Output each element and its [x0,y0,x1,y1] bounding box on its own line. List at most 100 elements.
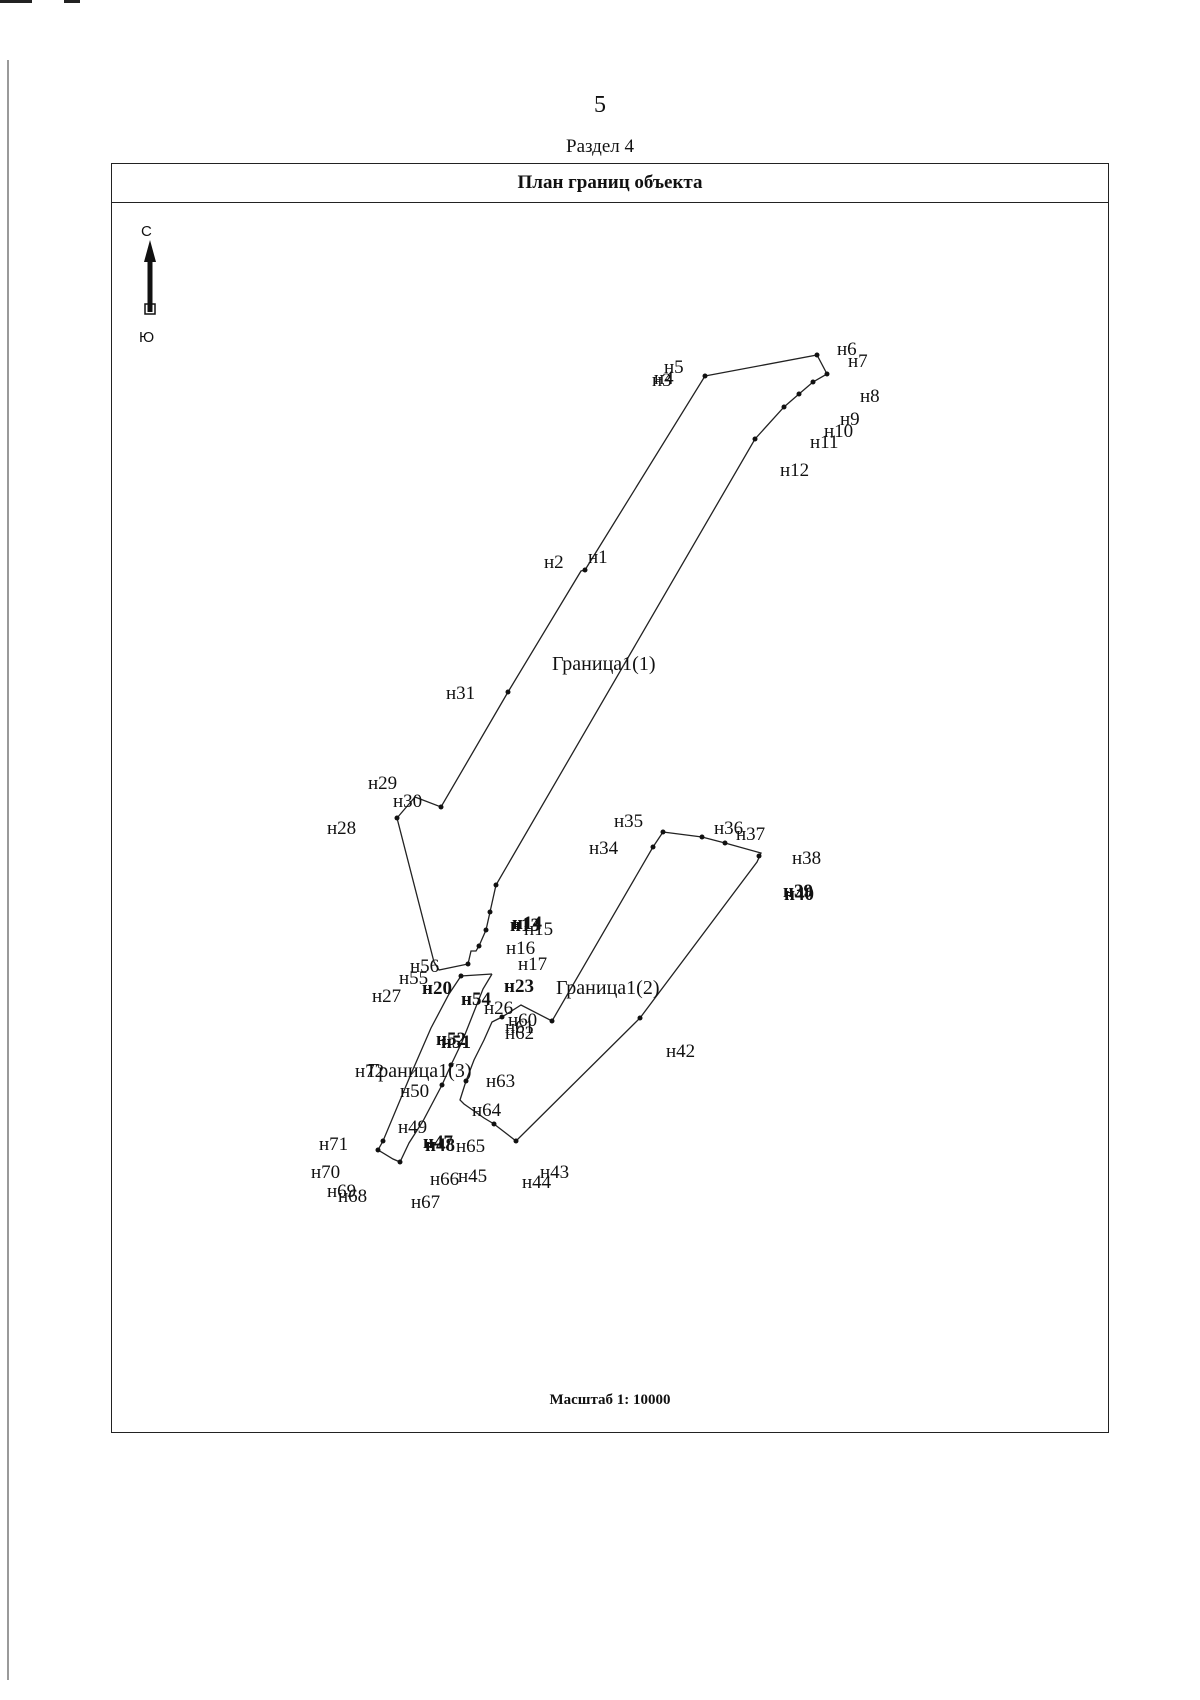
point-label: н34 [589,838,619,859]
point-label: н39 [783,881,813,902]
point-label: н45 [458,1166,487,1187]
point-label: н3 [652,370,672,391]
point-label: н23 [504,976,534,997]
point-label: н16 [506,938,535,959]
point-label: н71 [319,1134,348,1155]
point-label: н48 [425,1135,455,1156]
point-label: н43 [540,1162,569,1183]
point-label: н55 [399,968,428,989]
boundary-vertices [375,352,830,1165]
vertex-dot [513,1138,519,1144]
point-label: н15 [524,919,553,940]
vertex-dot [660,829,666,835]
plan-frame: План границ объекта Масштаб 1: 10000 [111,163,1109,1433]
point-label: н35 [614,811,643,832]
vertex-dot [756,853,762,859]
point-label: н10 [824,421,853,442]
point-label: н54 [461,989,491,1010]
point-label: н36 [714,818,743,839]
scan-mark [64,0,80,3]
vertex-dot [699,834,705,840]
point-label: н4 [654,368,674,389]
point-label: н31 [446,683,475,704]
point-label: н14 [512,913,542,934]
margin-line [7,60,9,1680]
vertex-dot [439,1082,445,1088]
vertex-dot [476,943,482,949]
point-label: н26 [484,998,513,1019]
vertex-dot [796,391,802,397]
point-label: н5 [664,357,684,378]
point-label: н38 [792,848,821,869]
point-label: н13 [510,915,540,936]
point-label: н8 [860,386,880,407]
point-label: н20 [422,978,452,999]
point-label: н67 [411,1192,440,1213]
vertex-dot [814,352,820,358]
plan-title: План границ объекта [112,164,1108,203]
vertex-dot [582,567,588,573]
vertex-dot [483,927,489,933]
vertex-dot [397,1159,403,1165]
vertex-dot [499,1014,505,1020]
point-label: н7 [848,351,868,372]
point-label: н68 [338,1186,367,1207]
compass-north-label: С [141,223,152,240]
vertex-dot [702,373,708,379]
vertex-dot [810,379,816,385]
point-label: н11 [810,432,838,453]
vertex-dot [465,961,471,967]
point-label: н70 [311,1162,340,1183]
point-label: н17 [518,954,547,975]
point-label: н50 [400,1081,429,1102]
area-label: Граница1(3) [368,1060,472,1082]
vertex-dot [549,1018,555,1024]
point-label: н6 [837,339,857,360]
point-label: н66 [430,1169,459,1190]
vertex-dot [375,1147,381,1153]
area-label: Граница1(2) [556,977,660,999]
area-labels: Граница1(1) Граница1(2) Граница1(3) [368,653,660,1082]
point-label: н44 [522,1172,552,1193]
vertex-dot [505,689,511,695]
point-label: н29 [368,773,397,794]
point-label: н51 [441,1032,471,1053]
point-label: н69 [327,1181,356,1202]
vertex-dot [491,1121,497,1127]
vertex-dot [394,815,400,821]
point-label: н40 [784,884,814,905]
vertex-dot [722,840,728,846]
point-label: н60 [508,1010,537,1031]
point-label: н61 [505,1017,534,1038]
point-label: н12 [780,460,809,481]
scan-mark [0,0,32,3]
point-label: н37 [736,824,765,845]
vertex-dot [752,436,758,442]
vertex-dot [493,882,499,888]
section-label: Раздел 4 [566,136,634,157]
point-label: н9 [840,409,860,430]
point-label: н64 [472,1100,502,1121]
point-label: н42 [666,1041,695,1062]
scale-label: Масштаб 1: 10000 [549,1392,671,1408]
point-label: н63 [486,1071,515,1092]
point-label: н65 [456,1136,485,1157]
point-label: н27 [372,986,401,1007]
boundary-1 [396,354,828,971]
point-label: н30 [393,791,422,812]
vertex-dot [458,973,464,979]
point-labels: н1 н2 н3 н4 н5 н6 н7 н8 н9 н10 н11 н12 н… [311,339,880,1213]
vertex-dot [824,371,830,377]
vertex-dot [781,404,787,410]
point-label: н2 [544,552,564,573]
point-label: н47 [423,1132,453,1153]
vertex-dot [637,1015,643,1021]
compass-arrow-head [144,240,156,262]
vertex-dot [463,1078,469,1084]
point-label: н72 [355,1061,384,1082]
point-label: н56 [410,956,439,977]
vertex-dot [448,1062,454,1068]
area-label: Граница1(1) [552,653,656,675]
vertex-dot [438,804,444,810]
